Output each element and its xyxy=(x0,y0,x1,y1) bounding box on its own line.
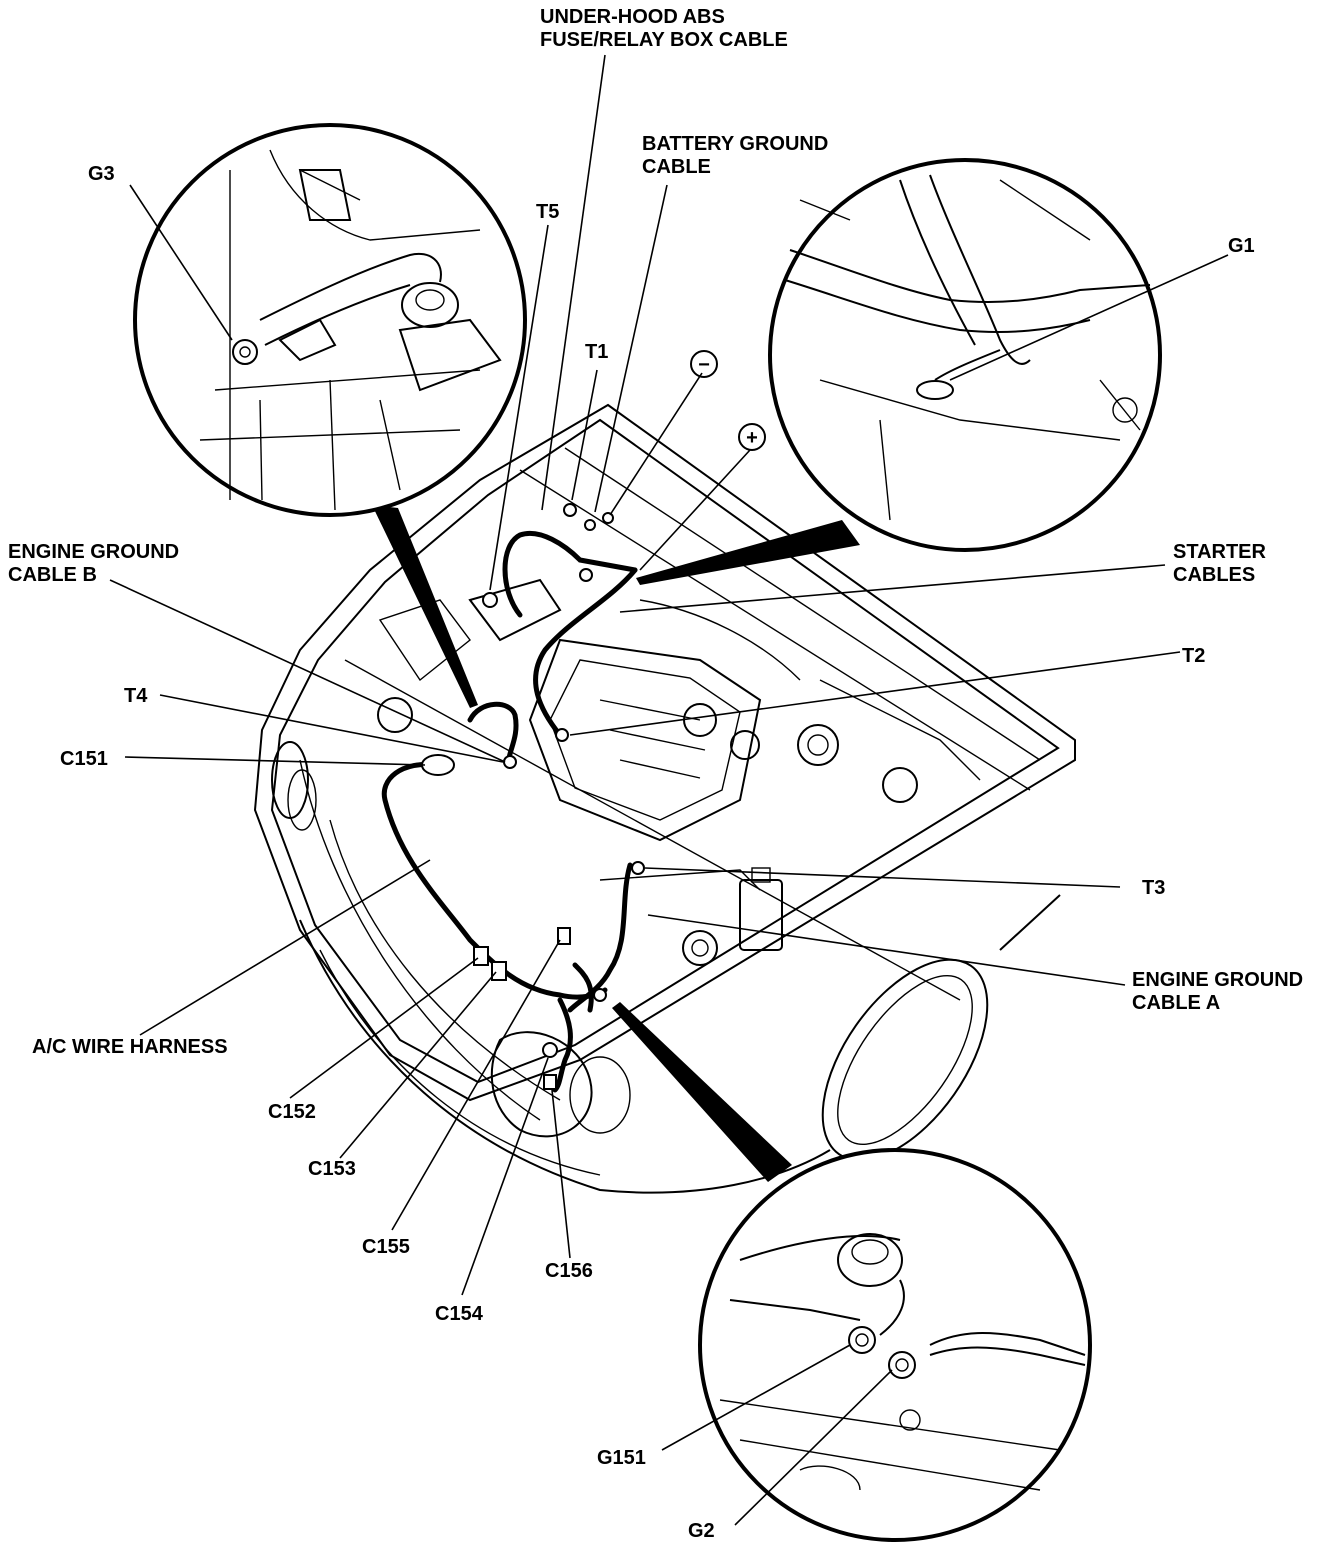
label-ac-harness: A/C WIRE HARNESS xyxy=(32,1036,228,1058)
label-engine-ground-a-line1: ENGINE GROUND xyxy=(1132,969,1303,991)
label-battery-ground-line2: CABLE xyxy=(642,156,711,178)
ac-wire-harness-cable xyxy=(381,761,608,1000)
terminal-t3 xyxy=(631,861,645,875)
label-minus: − xyxy=(698,354,710,376)
detail-circle-g1 xyxy=(768,158,1162,552)
ground-bolt-g1 xyxy=(916,380,954,400)
minus-terminal-icon xyxy=(690,350,718,378)
terminal-t1 xyxy=(563,503,577,517)
label-engine-ground-b-line2: CABLE B xyxy=(8,564,97,586)
label-c152: C152 xyxy=(268,1101,316,1123)
label-c155: C155 xyxy=(362,1236,410,1258)
terminal-t5 xyxy=(482,592,498,608)
starter-cables-wire xyxy=(533,567,638,738)
ground-bolt-g2 xyxy=(888,1351,916,1379)
label-c156: C156 xyxy=(545,1260,593,1282)
label-t4: T4 xyxy=(124,685,148,707)
label-battery-ground-line1: BATTERY GROUND xyxy=(642,133,828,155)
engine-bay xyxy=(377,578,981,1138)
detail-circle-g3 xyxy=(133,123,527,517)
cables xyxy=(381,531,638,1093)
car-body xyxy=(253,403,1076,1194)
connector-c152 xyxy=(473,946,489,966)
label-t1: T1 xyxy=(585,341,608,363)
terminal-t2 xyxy=(555,728,569,742)
connector-c154 xyxy=(542,1042,558,1058)
label-g1: G1 xyxy=(1228,235,1255,257)
label-plus: + xyxy=(746,427,758,449)
label-starter-line2: CABLES xyxy=(1173,564,1255,586)
connector-c156 xyxy=(543,1074,557,1090)
label-g151: G151 xyxy=(597,1447,646,1469)
label-starter-line1: STARTER xyxy=(1173,541,1267,563)
terminal-t4 xyxy=(503,755,517,769)
leader-lines xyxy=(109,54,1229,1526)
label-t5: T5 xyxy=(536,201,559,223)
label-abs-cable-line1: UNDER-HOOD ABS xyxy=(540,6,725,28)
ground-bolt-g151 xyxy=(848,1326,876,1354)
label-engine-ground-b-line1: ENGINE GROUND xyxy=(8,541,179,563)
callout-wedges xyxy=(372,505,860,1182)
label-g2: G2 xyxy=(688,1520,715,1542)
connector-c155 xyxy=(557,927,571,945)
connectors xyxy=(421,503,645,1090)
label-abs-cable-line2: FUSE/RELAY BOX CABLE xyxy=(540,29,788,51)
label-g3: G3 xyxy=(88,163,115,185)
label-c153: C153 xyxy=(308,1158,356,1180)
detail-circle-g151-g2 xyxy=(698,1148,1092,1542)
label-t2: T2 xyxy=(1182,645,1205,667)
engine-ground-cable-b-wire xyxy=(467,701,519,768)
label-engine-ground-a-line2: CABLE A xyxy=(1132,992,1220,1014)
plus-terminal-icon xyxy=(738,423,766,451)
label-c154: C154 xyxy=(435,1303,484,1325)
label-t3: T3 xyxy=(1142,877,1165,899)
connector-c153 xyxy=(491,961,507,981)
connector-c151 xyxy=(421,754,455,776)
labels: UNDER-HOOD ABS FUSE/RELAY BOX CABLE BATT… xyxy=(8,6,1303,1542)
ground-bolt-g3 xyxy=(232,339,258,365)
label-c151: C151 xyxy=(60,748,108,770)
